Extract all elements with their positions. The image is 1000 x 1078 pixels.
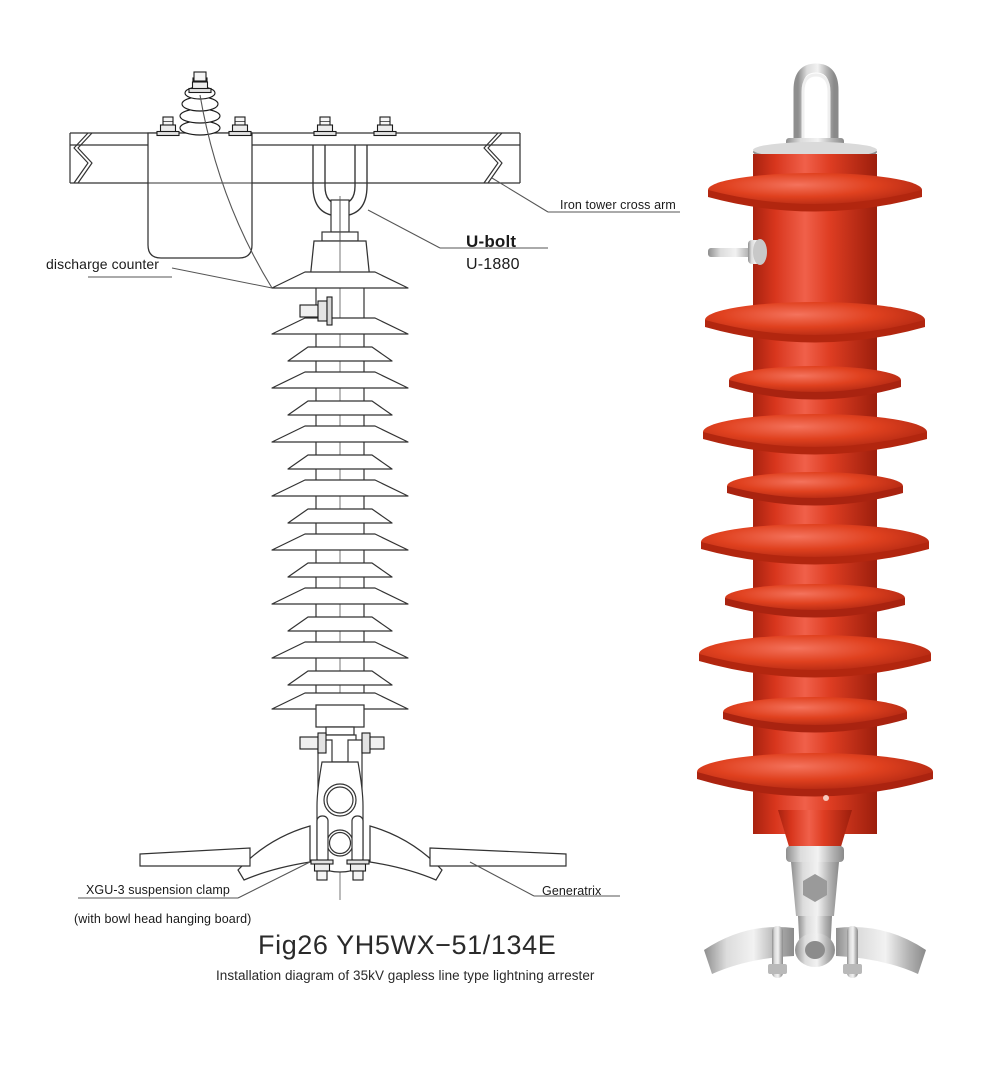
arrester-base-cone xyxy=(778,810,852,850)
suspension-clamp-assembly xyxy=(237,732,443,881)
arrester-insulator-body xyxy=(271,196,409,900)
counter-bushing-bolt xyxy=(188,71,212,94)
figure-caption-subtitle: Installation diagram of 35kV gapless lin… xyxy=(216,968,595,983)
pressure-relief-vent xyxy=(823,795,829,801)
side-terminal-bolt xyxy=(299,296,333,326)
photo-sheds xyxy=(697,173,933,797)
side-terminal-bolt-photo xyxy=(708,239,767,265)
product-photo xyxy=(690,50,1000,980)
label-suspension-clamp: XGU-3 suspension clamp xyxy=(86,883,230,897)
label-suspension-clamp-note: (with bowl head hanging board) xyxy=(74,912,252,926)
label-iron-tower-cross-arm: Iron tower cross arm xyxy=(560,198,676,212)
label-generatrix: Generatrix xyxy=(542,884,602,898)
bottom-suspension-clamp-photo xyxy=(704,846,926,978)
generatrix-conductor xyxy=(139,847,567,867)
cross-arm-group xyxy=(69,132,521,184)
label-u-bolt-code: U-1880 xyxy=(466,256,520,273)
clamp-top-bolts xyxy=(299,732,385,754)
lifting-eye-icon xyxy=(793,63,839,150)
label-discharge-counter: discharge counter xyxy=(46,256,159,272)
discharge-counter-box xyxy=(147,132,253,259)
leader-lines xyxy=(78,94,680,899)
figure-caption-title: Fig26 YH5WX−51/134E xyxy=(258,930,557,960)
arrester-bottom-flange xyxy=(315,704,365,736)
arrester-photo-illustration xyxy=(697,63,933,978)
label-u-bolt: U-bolt xyxy=(466,232,517,251)
